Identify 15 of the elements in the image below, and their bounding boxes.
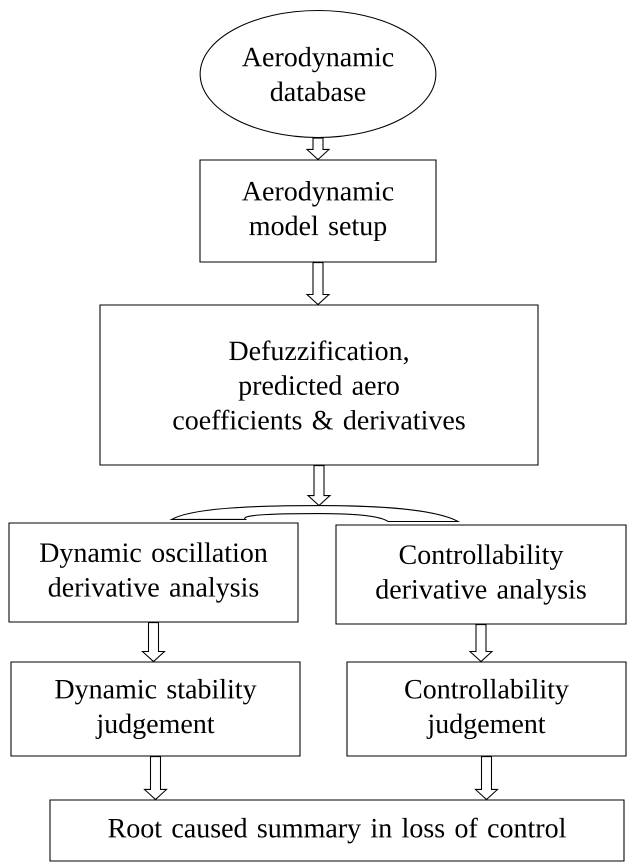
process-box: Aerodynamic model setup [199, 159, 437, 263]
process-box: Defuzzification, predicted aero coefficients & derivatives [99, 304, 539, 466]
block-arrow [306, 262, 330, 306]
block-arrow [468, 624, 494, 662]
branching-arrow [170, 465, 459, 522]
block-arrow [141, 622, 166, 662]
process-box: Dynamic oscillation derivative analysis [8, 522, 299, 623]
block-arrow [143, 756, 168, 800]
block-arrow [306, 138, 330, 160]
process-box: Root caused summary in loss of control [49, 799, 625, 862]
process-box: Dynamic stability judgement [10, 661, 301, 757]
process-box: Controllability derivative analysis [335, 524, 627, 625]
process-box: Controllability judgement [346, 661, 627, 757]
oval-node: Aerodynamic database [200, 10, 436, 138]
block-arrow [474, 756, 499, 800]
